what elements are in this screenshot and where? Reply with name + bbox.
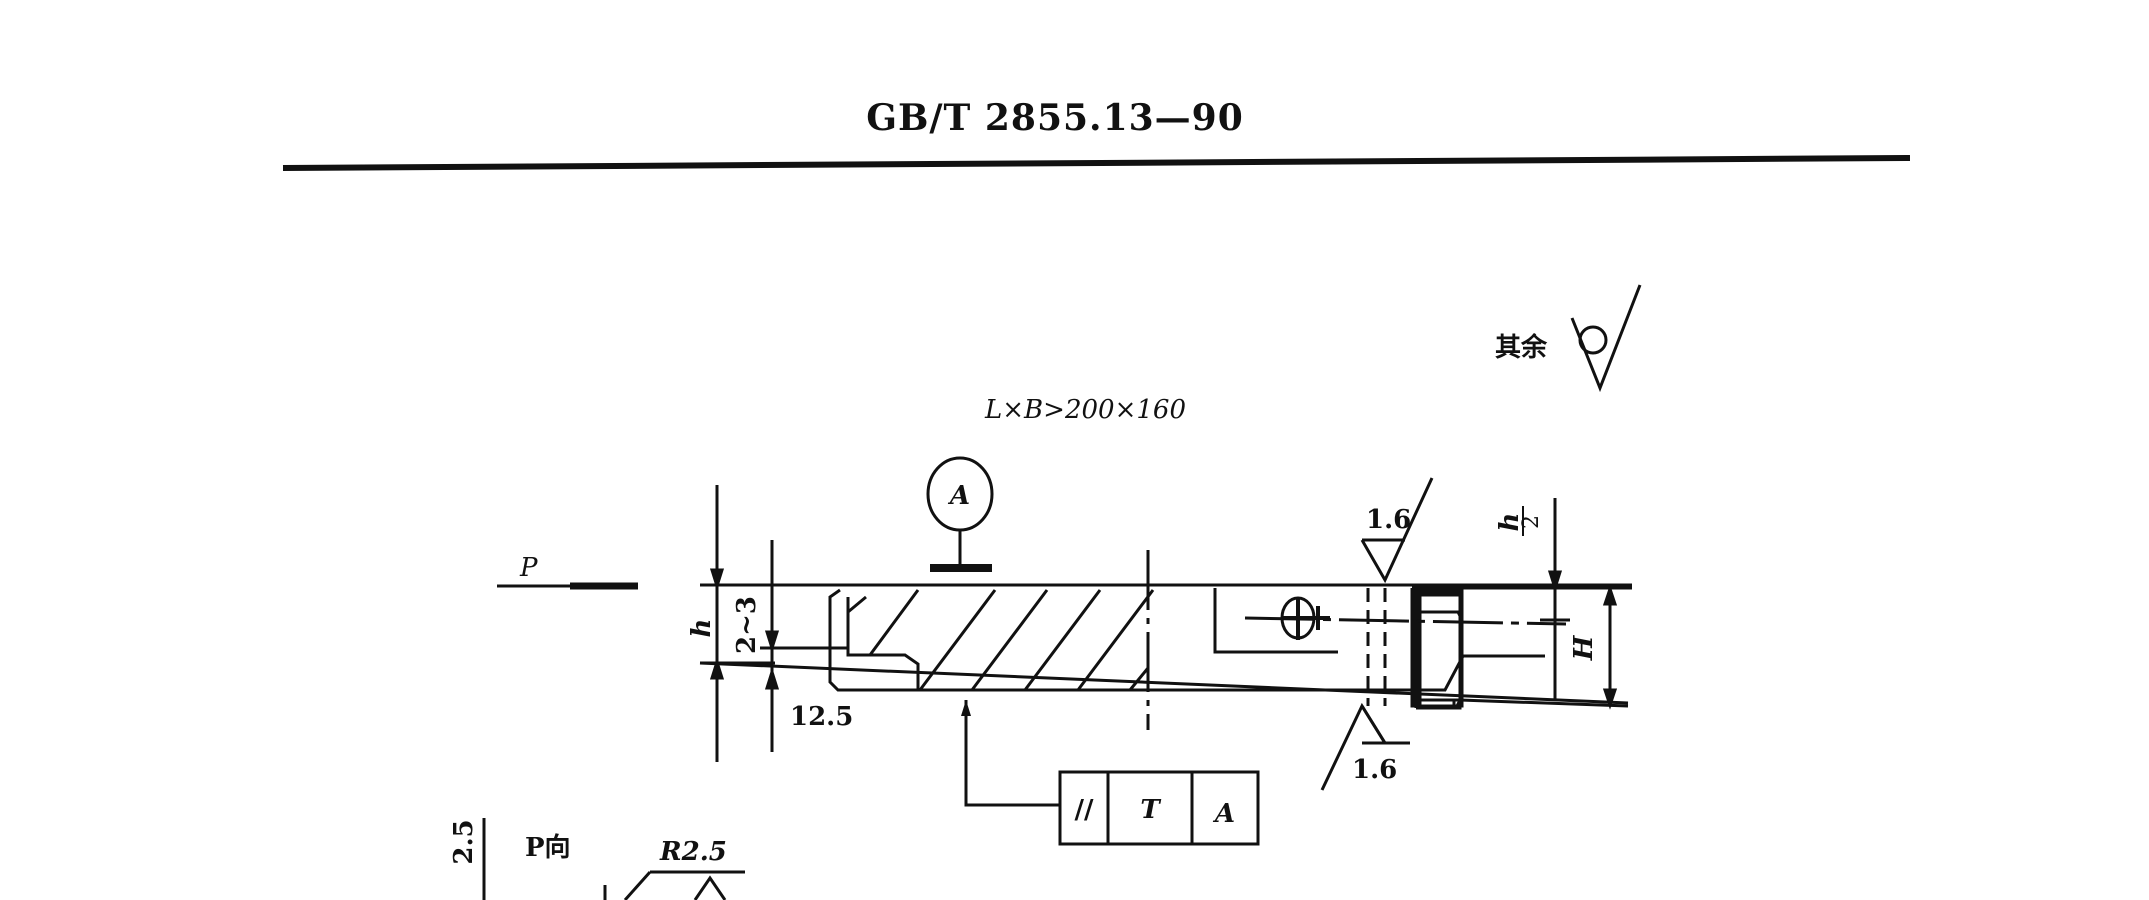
view-label: P向: [525, 832, 571, 863]
dim-H-line: [1459, 584, 1632, 710]
dim-H-label: H: [1569, 634, 1599, 661]
roughness-bottom-label: 1.6: [1352, 755, 1397, 785]
view-p-fragment: [603, 870, 745, 900]
arrow-p-label: P: [519, 553, 538, 583]
standard-number: GB/T 2855.13—90: [866, 97, 1244, 139]
tolerance-datum: A: [1212, 799, 1235, 829]
dim-h-half-label: h 2: [1495, 506, 1544, 536]
dim-h-half-line: [1540, 498, 1570, 700]
dim-h-label: h: [687, 619, 717, 638]
datum-letter: A: [947, 481, 970, 511]
dim-h-line: [700, 485, 775, 762]
surface-note-text: 其余: [1495, 332, 1548, 363]
tolerance-value: T: [1140, 795, 1161, 825]
dim-2-3-line: [760, 540, 848, 752]
svg-text:h: h: [1495, 513, 1525, 532]
size-condition: L×B>200×160: [984, 395, 1186, 425]
roughness-top-icon: [1360, 477, 1434, 584]
tolerance-frame: // T A: [1058, 770, 1260, 846]
svg-text:2: 2: [1519, 515, 1544, 529]
roughness-symbol-other-icon: [1570, 284, 1642, 393]
roughness-top-label: 1.6: [1366, 505, 1411, 535]
dim-12-5-label: 12.5: [790, 702, 853, 732]
tolerance-leader: [964, 700, 1060, 807]
workpiece-end-real: [1420, 586, 1462, 706]
section-hatching: [868, 589, 1155, 691]
workpiece-correct-end: [1418, 586, 1462, 706]
bore-symbol-icon: [1244, 596, 1567, 640]
hidden-hole-lines: [1366, 588, 1414, 706]
dim-2-5-label: 2.5: [449, 819, 479, 864]
header-rule: [282, 155, 1911, 171]
radius-label: R2.5: [659, 837, 727, 867]
tolerance-symbol: //: [1075, 795, 1094, 825]
tolerance-leader-arrow: [961, 700, 971, 716]
datum-a-indicator: A: [926, 456, 994, 572]
roughness-bottom-icon: [1320, 702, 1410, 791]
part-end-true-outline: [1415, 586, 1462, 706]
end-step-block: [1412, 586, 1464, 708]
plate-right-end: [1416, 586, 1462, 708]
dim-2-3-label: 2~3: [732, 596, 762, 654]
